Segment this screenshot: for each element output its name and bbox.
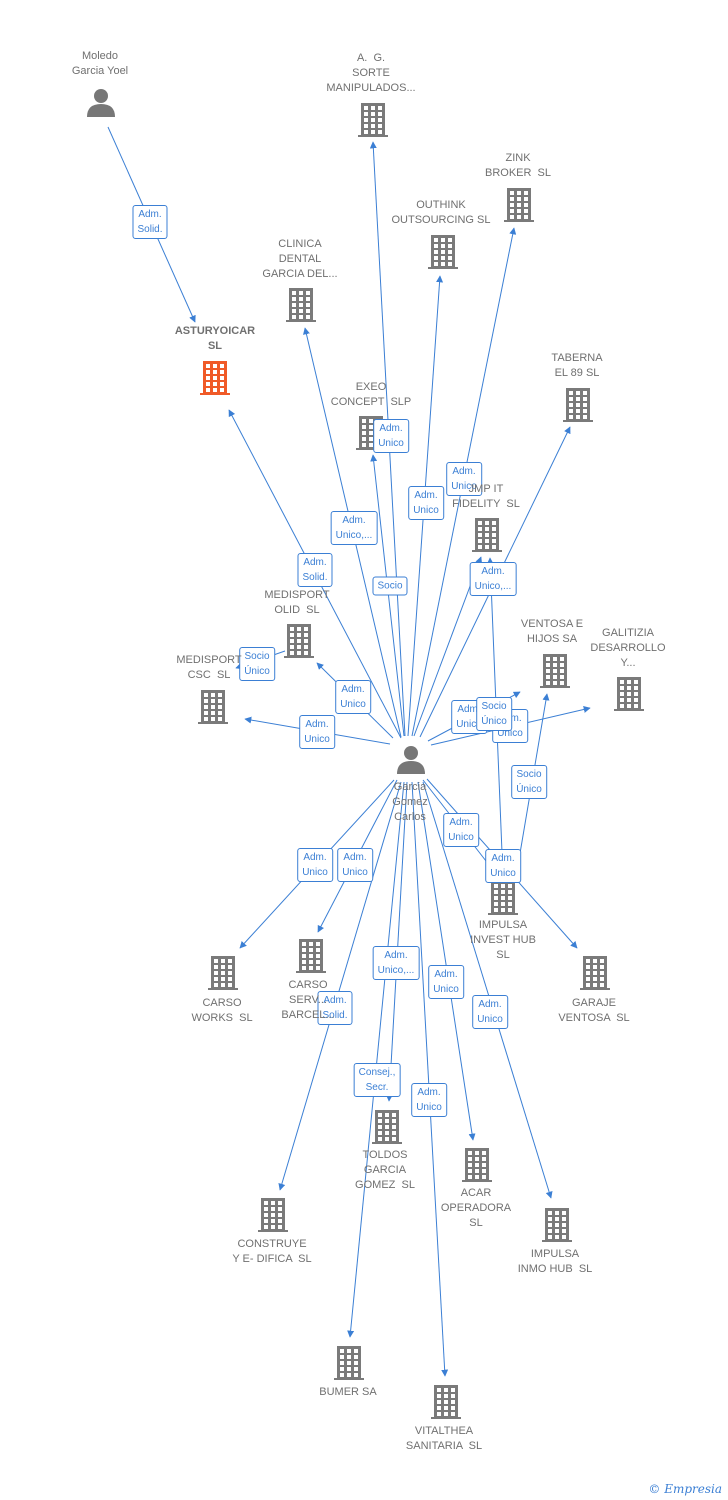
- node-label-impulsa-invest[interactable]: IMPULSA INVEST HUB SL: [470, 919, 536, 961]
- node-label-medisport-csc[interactable]: MEDISPORT CSC SL: [176, 654, 242, 681]
- node-label-zink[interactable]: ZINK BROKER SL: [484, 152, 552, 179]
- node-label-garcia[interactable]: Garcia Gomez Carlos: [392, 781, 428, 823]
- edge-label-garcia-to-vitalthea[interactable]: Adm. Unico: [411, 1083, 447, 1117]
- edge-garcia-to-impulsa-inmo: [422, 781, 553, 1199]
- building-icon-bumer[interactable]: [334, 1346, 364, 1380]
- person-icon-moledo[interactable]: [87, 89, 115, 117]
- edge-label-garcia-to-toldos[interactable]: Adm. Unico,...: [372, 946, 420, 980]
- node-label-ventosa-hijos[interactable]: VENTOSA E HIJOS SA: [520, 618, 584, 645]
- building-icon-fidelity[interactable]: [472, 518, 502, 552]
- edge-label-garcia-to-impulsa-invest[interactable]: Adm. Unico: [443, 813, 479, 847]
- node-label-galitizia[interactable]: GALITIZIA DESARROLLO Y...: [590, 627, 666, 669]
- edge-label-garcia-to-bumer[interactable]: Consej., Secr.: [353, 1063, 401, 1097]
- node-label-bumer[interactable]: BUMER SA: [319, 1386, 377, 1398]
- edge-label-garcia-to-ag[interactable]: Socio: [372, 576, 408, 596]
- node-label-garaje[interactable]: GARAJE VENTOSA SL: [558, 997, 630, 1024]
- edge-label-garcia-to-clinica[interactable]: Adm. Unico,...: [330, 511, 378, 545]
- building-icon-construye[interactable]: [258, 1198, 288, 1232]
- node-label-construye[interactable]: CONSTRUYE Y E- DIFICA SL: [232, 1238, 312, 1265]
- node-label-toldos[interactable]: TOLDOS GARCIA GOMEZ SL: [355, 1149, 415, 1191]
- edge-label-garcia-to-outhink[interactable]: Adm. Unico: [408, 486, 444, 520]
- node-label-asturyoicar[interactable]: ASTURYOICAR SL: [174, 325, 256, 352]
- node-label-ag[interactable]: A. G. SORTE MANIPULADOS...: [326, 52, 416, 94]
- edge-garcia-to-vitalthea: [411, 781, 449, 1377]
- node-label-acar[interactable]: ACAR OPERADORA SL: [440, 1187, 512, 1229]
- building-icon-vitalthea[interactable]: [431, 1385, 461, 1419]
- nodes-layer: [87, 89, 644, 1419]
- building-icon-garaje[interactable]: [580, 956, 610, 990]
- building-icon-zink[interactable]: [504, 188, 534, 222]
- edge-label-garcia-to-medisport-csc[interactable]: Adm. Unico: [299, 715, 335, 749]
- node-label-outhink[interactable]: OUTHINK OUTSOURCING SL: [391, 199, 491, 226]
- edge-label-impulsa-invest-to-ventosa-hijos[interactable]: Socio Único: [511, 765, 547, 799]
- edge-garcia-to-toldos: [385, 781, 408, 1102]
- node-label-carso-works[interactable]: CARSO WORKS SL: [191, 997, 253, 1024]
- edge-garcia-to-acar: [417, 781, 476, 1141]
- edge-label-garcia-to-fidelity[interactable]: Adm. Unico,...: [469, 562, 517, 596]
- edge-label-garcia-to-asturyoicar[interactable]: Adm. Solid.: [297, 553, 333, 587]
- building-icon-galitizia[interactable]: [614, 677, 644, 711]
- brand-name: Empresia: [664, 1482, 722, 1496]
- edge-label-impulsa-invest-to-fidelity[interactable]: Socio Único: [476, 697, 512, 731]
- node-label-vitalthea[interactable]: VITALTHEA SANITARIA SL: [405, 1425, 483, 1452]
- node-label-taberna[interactable]: TABERNA EL 89 SL: [551, 352, 603, 379]
- edge-garcia-to-exeo: [370, 454, 405, 737]
- edge-label-garcia-to-carso-serv[interactable]: Adm. Unico: [337, 848, 373, 882]
- edge-label-garcia-to-zink[interactable]: Adm. Unico: [446, 462, 482, 496]
- building-icon-impulsa-invest[interactable]: [488, 881, 518, 915]
- building-icon-ag[interactable]: [358, 103, 388, 137]
- node-label-moledo[interactable]: Moledo Garcia Yoel: [71, 50, 129, 77]
- building-icon-ventosa-hijos[interactable]: [540, 654, 570, 688]
- edge-label-garcia-to-carso-works[interactable]: Adm. Unico: [297, 848, 333, 882]
- edge-garcia-to-bumer: [347, 781, 405, 1338]
- building-icon-taberna[interactable]: [563, 388, 593, 422]
- watermark: © Empresia: [648, 1482, 722, 1496]
- node-label-carso-serv[interactable]: CARSO SERV... BARCEL...: [281, 979, 335, 1021]
- building-icon-carso-serv[interactable]: [296, 939, 326, 973]
- edge-label-moledo-to-asturyoicar[interactable]: Adm. Solid.: [132, 205, 168, 239]
- building-icon-toldos[interactable]: [372, 1110, 402, 1144]
- building-icon-medisport-olid[interactable]: [284, 624, 314, 658]
- edge-label-medisport-olid-to-medisport-csc[interactable]: Socio Único: [239, 647, 275, 681]
- building-icon-outhink[interactable]: [428, 235, 458, 269]
- building-icon-acar[interactable]: [462, 1148, 492, 1182]
- edges-layer: [107, 126, 591, 1377]
- node-label-exeo[interactable]: EXEO CONCEPT SLP: [330, 381, 412, 408]
- person-icon-garcia[interactable]: [397, 746, 425, 774]
- building-icon-clinica[interactable]: [286, 288, 316, 322]
- building-icon-medisport-csc[interactable]: [198, 690, 228, 724]
- node-label-clinica[interactable]: CLINICA DENTAL GARCIA DEL...: [262, 238, 338, 280]
- edge-label-garcia-to-acar[interactable]: Adm. Unico: [428, 965, 464, 999]
- node-label-impulsa-inmo[interactable]: IMPULSA INMO HUB SL: [517, 1248, 593, 1275]
- building-icon-carso-works[interactable]: [208, 956, 238, 990]
- copyright-symbol: ©: [648, 1482, 661, 1496]
- building-icon-asturyoicar[interactable]: [200, 361, 230, 395]
- edge-label-garcia-to-medisport-olid[interactable]: Adm. Unico: [335, 680, 371, 714]
- node-label-fidelity[interactable]: JMP IT FIDELITY SL: [452, 483, 520, 510]
- node-label-medisport-olid[interactable]: MEDISPORT OLID SL: [264, 589, 330, 616]
- edge-label-garcia-to-garaje[interactable]: Adm. Unico: [485, 849, 521, 883]
- edge-label-garcia-to-construye[interactable]: Adm. Solid.: [317, 991, 353, 1025]
- edge-label-garcia-to-impulsa-inmo[interactable]: Adm. Unico: [472, 995, 508, 1029]
- edge-garcia-to-construye: [278, 781, 402, 1191]
- edge-label-garcia-to-exeo[interactable]: Adm. Unico: [373, 419, 409, 453]
- building-icon-impulsa-inmo[interactable]: [542, 1208, 572, 1242]
